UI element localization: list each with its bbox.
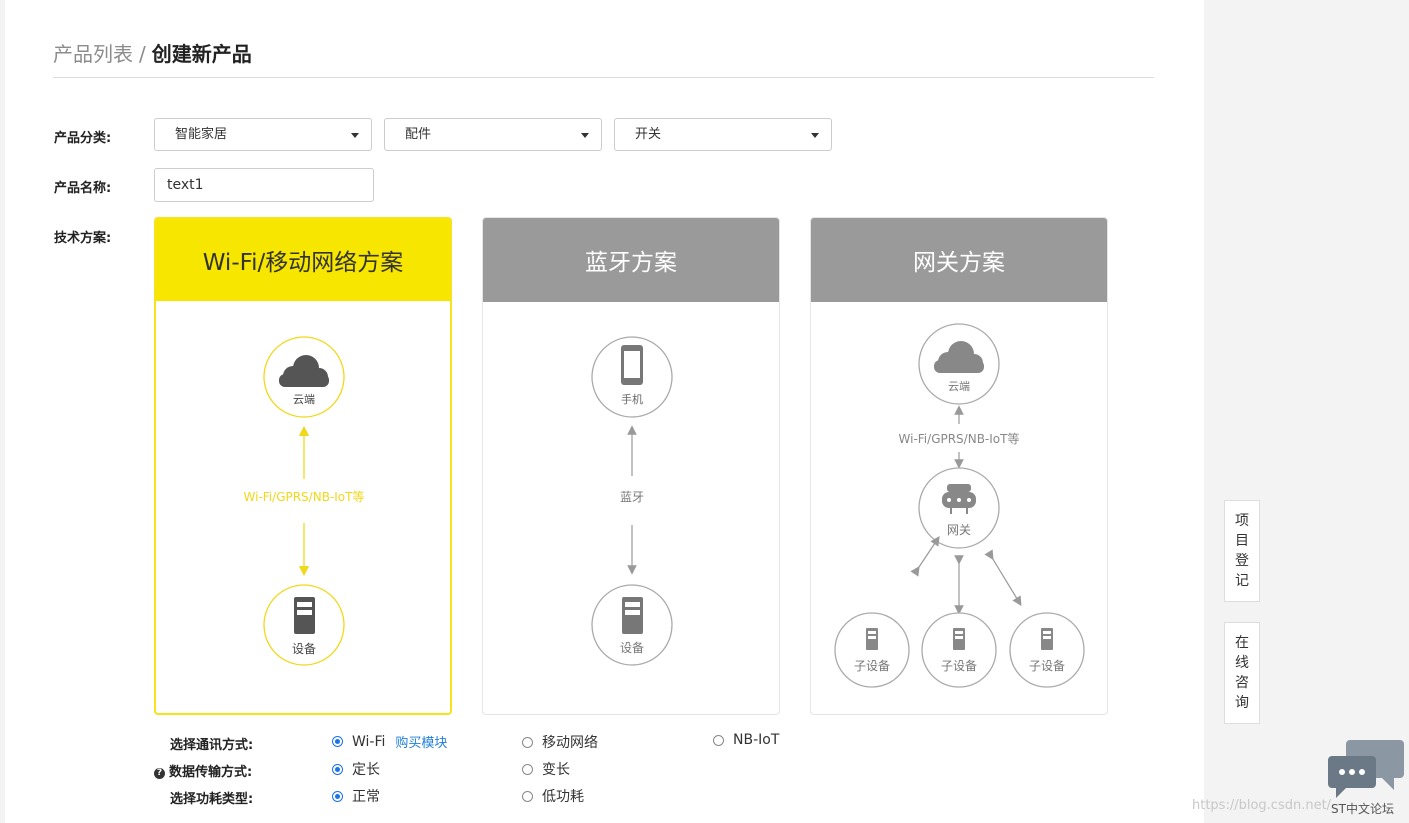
cloud-node-label: 云端 (948, 380, 970, 393)
sub-device-icon (866, 628, 878, 650)
cloud-icon (934, 341, 984, 373)
breadcrumb-product-list[interactable]: 产品列表 (53, 42, 133, 66)
radio-wifi-dot[interactable] (332, 736, 343, 747)
radio-nb-iot[interactable]: NB-IoT (713, 732, 779, 748)
solution-card-wifi-title: Wi-Fi/移动网络方案 (156, 219, 450, 301)
gateway-link-label: Wi-Fi/GPRS/NB-IoT等 (899, 432, 1020, 446)
main-panel: 产品列表/创建新产品 产品分类: 智能家居 配件 开关 产品名称: 技术方案: … (5, 0, 1204, 823)
device-node-label: 设备 (292, 642, 316, 656)
project-register-char: 记 (1235, 573, 1249, 589)
radio-mobile-network[interactable]: 移动网络 (522, 732, 598, 752)
project-register-char: 目 (1235, 533, 1249, 549)
radio-normal-power-label: 正常 (352, 789, 380, 805)
transfer-method-text: 数据传输方式: (169, 765, 253, 780)
sub-device-label: 子设备 (1029, 659, 1065, 673)
radio-normal-power[interactable]: 正常 (332, 786, 380, 806)
chevron-down-icon (811, 133, 819, 138)
bluetooth-link-label: 蓝牙 (620, 490, 644, 504)
radio-nb-iot-label: NB-IoT (733, 732, 780, 748)
breadcrumb: 产品列表/创建新产品 (53, 38, 252, 67)
category-select-3[interactable]: 开关 (614, 118, 832, 151)
wifi-link-label: Wi-Fi/GPRS/NB-IoT等 (244, 490, 365, 504)
cloud-node-label: 云端 (293, 393, 315, 406)
radio-fixed-length-label: 定长 (352, 762, 380, 778)
category-select-2[interactable]: 配件 (384, 118, 602, 151)
radio-fixed-length[interactable]: 定长 (332, 759, 380, 779)
project-register-button[interactable]: 项 目 登 记 (1224, 500, 1260, 602)
solution-card-wifi[interactable]: Wi-Fi/移动网络方案 云端 Wi-Fi/GPRS/NB-IoT等 设备 (154, 217, 452, 715)
solution-card-bluetooth[interactable]: 蓝牙方案 手机 蓝牙 设备 (482, 217, 780, 715)
header-divider (53, 77, 1154, 78)
radio-low-power[interactable]: 低功耗 (522, 786, 584, 806)
device-icon (294, 597, 315, 634)
radio-variable-length[interactable]: 变长 (522, 759, 570, 779)
product-name-label: 产品名称: (54, 181, 112, 196)
online-consult-button[interactable]: 在 线 咨 询 (1224, 622, 1260, 724)
radio-fixed-length-dot[interactable] (332, 763, 343, 775)
product-name-input[interactable] (154, 168, 374, 202)
tech-solution-label: 技术方案: (54, 231, 112, 246)
gateway-icon (942, 484, 976, 514)
radio-low-power-label: 低功耗 (542, 789, 584, 805)
gateway-topology-diagram: 云端 Wi-Fi/GPRS/NB-IoT等 网关 子设备 子设备 (834, 323, 1085, 688)
solution-card-gateway-title: 网关方案 (811, 218, 1107, 302)
sub-link-right (984, 549, 1022, 607)
sub-device-icon (1041, 628, 1053, 650)
forum-name: ST中文论坛 (1331, 802, 1394, 816)
sub-device-label: 子设备 (854, 659, 890, 673)
buy-module-link[interactable]: 购买模块 (395, 736, 448, 751)
chevron-down-icon (581, 133, 589, 138)
project-register-char: 登 (1235, 553, 1249, 569)
device-icon (622, 597, 643, 634)
sub-link-left (910, 536, 940, 577)
category-select-1[interactable]: 智能家居 (154, 118, 372, 151)
online-consult-char: 在 (1235, 635, 1249, 651)
category-label: 产品分类: (54, 131, 112, 146)
sub-device-icon (953, 628, 965, 650)
breadcrumb-separator: / (139, 42, 146, 66)
device-node-label: 设备 (620, 641, 644, 655)
chat-bubble-icon (1328, 740, 1404, 798)
bluetooth-topology-diagram: 手机 蓝牙 设备 (591, 336, 673, 666)
online-consult-char: 咨 (1235, 675, 1249, 691)
online-consult-char: 询 (1235, 695, 1249, 711)
radio-mobile-network-label: 移动网络 (542, 735, 598, 751)
gateway-node-label: 网关 (947, 523, 971, 537)
phone-icon (621, 345, 643, 385)
wifi-topology-diagram: 云端 Wi-Fi/GPRS/NB-IoT等 设备 (244, 336, 365, 666)
radio-wifi[interactable]: Wi-Fi 购买模块 (332, 732, 447, 751)
power-type-label: 选择功耗类型: (170, 792, 254, 807)
solution-card-gateway[interactable]: 网关方案 云端 Wi-Fi/GPRS/NB-IoT等 网关 (810, 217, 1108, 715)
category-select-2-value: 配件 (405, 127, 432, 142)
comm-method-label: 选择通讯方式: (170, 738, 254, 753)
radio-normal-power-dot[interactable] (332, 790, 343, 802)
radio-variable-length-dot[interactable] (522, 763, 533, 775)
radio-low-power-dot[interactable] (522, 790, 533, 802)
project-register-char: 项 (1235, 513, 1249, 529)
category-select-3-value: 开关 (635, 127, 662, 142)
cloud-icon (279, 355, 329, 387)
online-consult-char: 线 (1235, 655, 1249, 671)
phone-node-label: 手机 (621, 392, 643, 406)
sub-device-label: 子设备 (941, 659, 977, 673)
category-select-1-value: 智能家居 (175, 127, 228, 142)
radio-wifi-label: Wi-Fi (352, 733, 386, 750)
transfer-method-label: ? 数据传输方式: (154, 761, 252, 780)
radio-variable-length-label: 变长 (542, 762, 570, 778)
radio-mobile-network-dot[interactable] (522, 736, 533, 748)
help-icon[interactable]: ? (154, 768, 165, 779)
page-title: 创建新产品 (151, 42, 252, 66)
chevron-down-icon (351, 133, 359, 138)
watermark-text: https://blog.csdn.net/ (1192, 798, 1332, 813)
solution-card-bluetooth-title: 蓝牙方案 (483, 218, 779, 302)
radio-nb-iot-dot[interactable] (713, 734, 724, 746)
